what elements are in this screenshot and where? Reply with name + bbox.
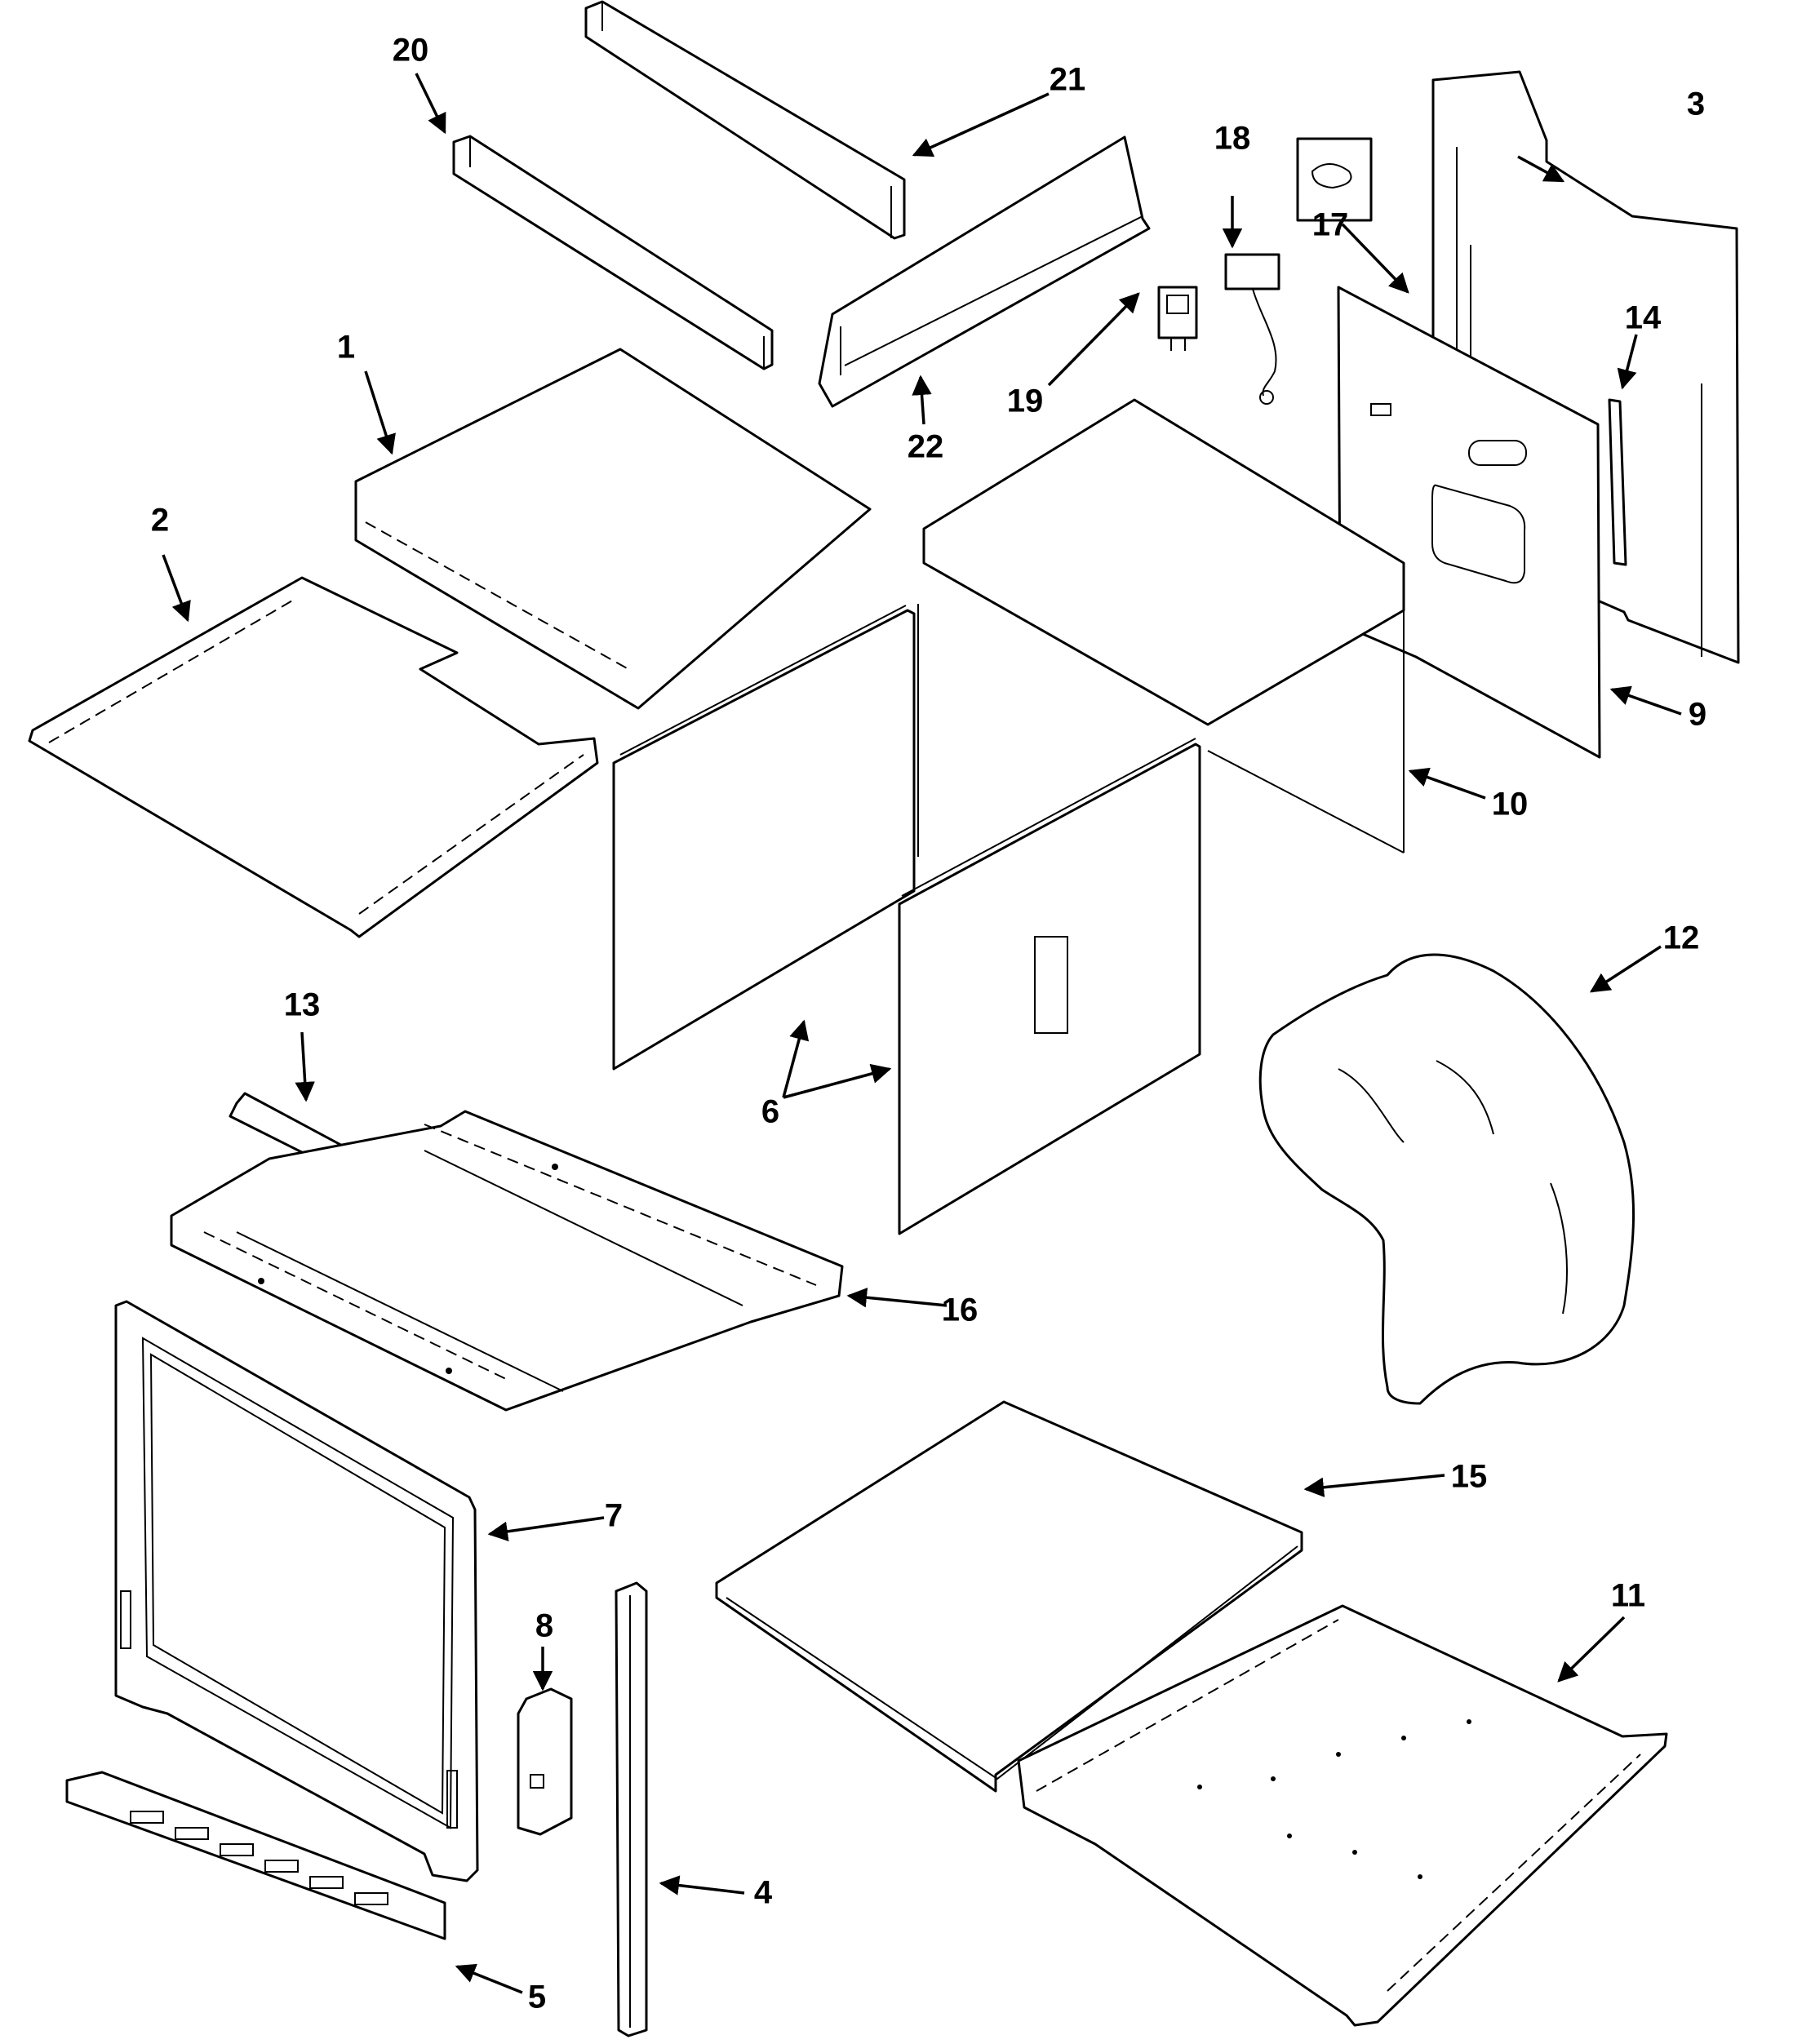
part-20-rail — [452, 135, 774, 370]
part-8-hinge-bracket — [517, 1687, 573, 1836]
callout-16: 16 — [942, 1292, 979, 1328]
part-6-side-panel-right — [898, 738, 1201, 1235]
callout-13: 13 — [284, 987, 321, 1023]
callout-11: 11 — [1611, 1578, 1645, 1614]
callout-21: 21 — [1050, 62, 1086, 98]
part-5-vent-strip — [65, 1771, 446, 1940]
part-18-switch — [1224, 253, 1280, 405]
leader-lines — [162, 73, 1682, 1994]
part-2-plate — [28, 576, 599, 938]
callout-6: 6 — [761, 1094, 779, 1130]
part-19-switch — [1157, 286, 1198, 351]
part-12-insulation — [1258, 953, 1635, 1405]
callout-labels: 20 21 22 1 2 18 19 17 3 14 9 10 12 6 13 … — [151, 33, 1706, 2015]
callout-22: 22 — [908, 429, 944, 465]
part-11-base-tray — [1017, 1604, 1668, 2027]
callout-8: 8 — [535, 1608, 553, 1644]
part-1-panel — [354, 348, 872, 710]
part-6-side-panel-left — [612, 605, 916, 1071]
callout-19: 19 — [1007, 384, 1044, 419]
part-22-bracket — [818, 135, 1151, 408]
callout-15: 15 — [1451, 1459, 1488, 1495]
callout-10: 10 — [1492, 787, 1529, 822]
part-16-floor — [170, 1110, 844, 1412]
part-10-liner — [917, 398, 1405, 857]
callout-2: 2 — [151, 503, 169, 539]
part-14-strip — [1608, 398, 1627, 566]
callout-20: 20 — [393, 33, 429, 69]
callout-14: 14 — [1625, 300, 1662, 336]
callout-3: 3 — [1687, 86, 1705, 122]
part-7-door-frame — [114, 1300, 479, 1882]
part-17-component — [1296, 137, 1373, 222]
callout-1: 1 — [337, 330, 355, 366]
part-21-rail — [584, 0, 906, 240]
callout-7: 7 — [605, 1498, 623, 1534]
part-15-tray — [715, 1400, 1303, 1793]
callout-9: 9 — [1689, 697, 1706, 733]
callout-18: 18 — [1214, 121, 1251, 157]
callout-12: 12 — [1663, 920, 1700, 956]
part-4-trim — [615, 1581, 648, 2037]
callout-17: 17 — [1312, 207, 1349, 243]
callout-4: 4 — [754, 1875, 773, 1911]
callout-5: 5 — [528, 1980, 546, 2015]
